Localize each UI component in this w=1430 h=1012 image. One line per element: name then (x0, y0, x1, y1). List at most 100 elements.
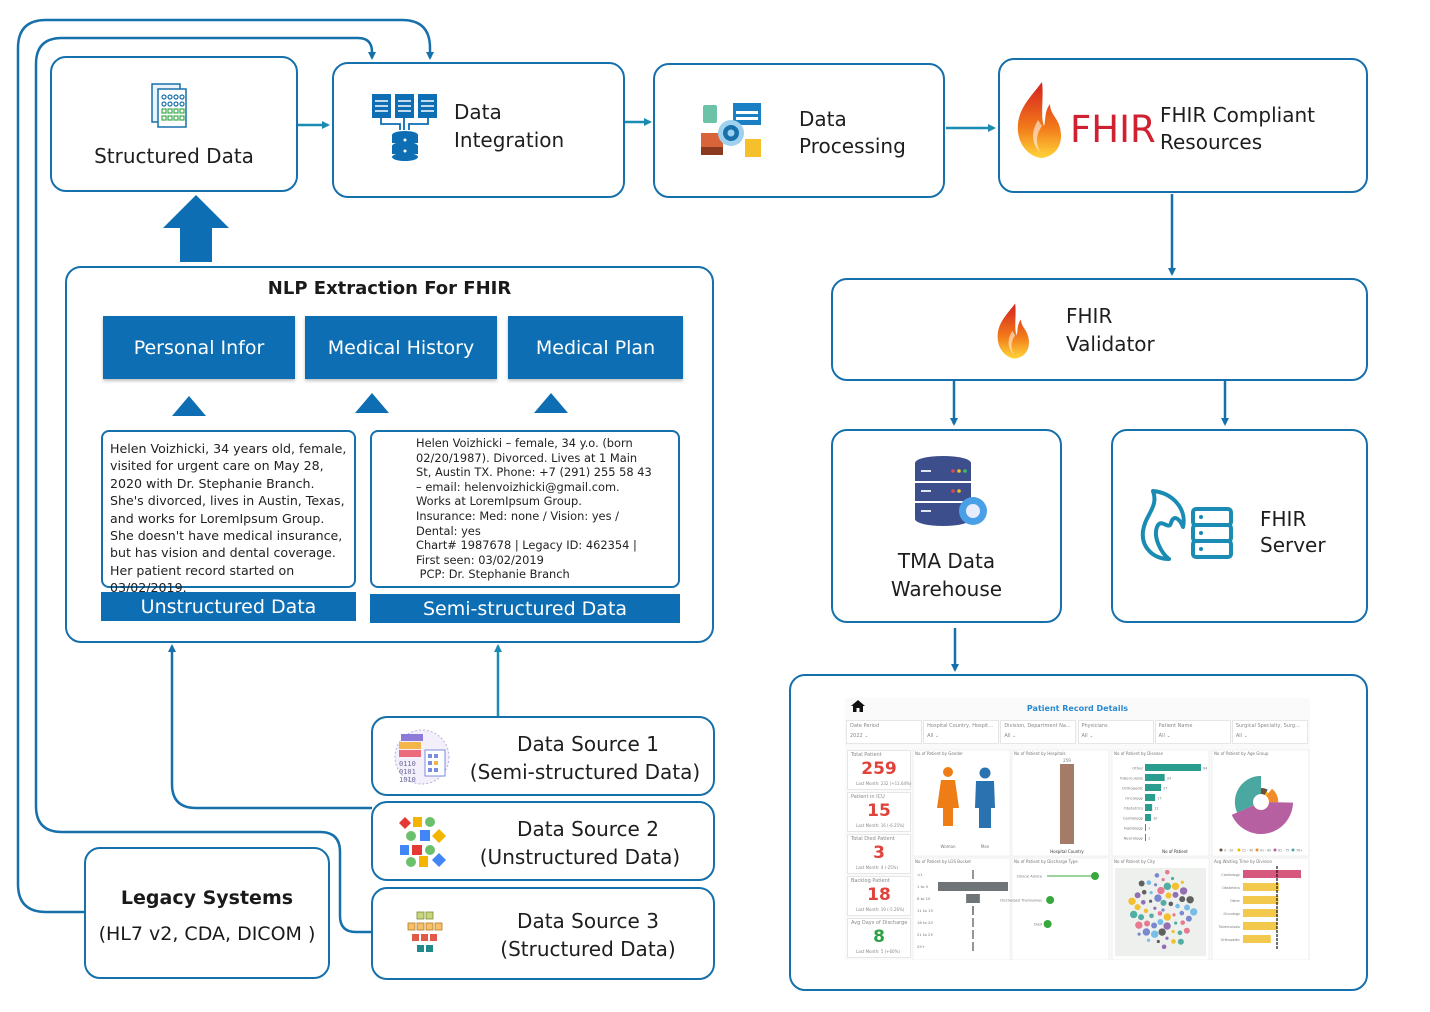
city-bubble (1161, 908, 1165, 912)
los-bar-label: 16 to 20 (917, 920, 933, 925)
city-bubble (1153, 883, 1158, 887)
structured-data-node[interactable]: Structured Data (50, 56, 298, 192)
age-legend-dot (1273, 848, 1277, 852)
fhir-validator-node[interactable]: FHIR Validator (831, 278, 1368, 381)
filter-label: Physicians (1081, 723, 1108, 729)
kpi-label: Total Died Patient (851, 836, 895, 842)
age-legend-label: 0 - 20 (1224, 849, 1233, 853)
dashboard-title: Patient Record Details (1026, 704, 1129, 713)
legacy-systems-subtitle: (HL7 v2, CDA, DICOM ) (98, 923, 316, 945)
city-bubble (1138, 914, 1145, 921)
city-bubble (1165, 869, 1170, 875)
age-slice (1234, 775, 1261, 813)
semi-structured-line: 02/20/1987). Divorced. Lives at 1 Main (416, 450, 638, 465)
city-bubble (1168, 901, 1174, 907)
age-legend-dot (1219, 848, 1223, 852)
panel-title-city: No of Patient by City (1114, 859, 1156, 864)
panel-age (1211, 749, 1310, 857)
city-bubble (1172, 913, 1176, 917)
filter-value: All ⌄ (1081, 733, 1094, 739)
data-source-1-subtitle: (Semi-structured Data) (469, 760, 701, 784)
disease-bar-value: 12 (1154, 807, 1158, 811)
los-bar-label: 21 to 25 (917, 932, 933, 937)
data-source-2-node[interactable]: Data Source 2 (Unstructured Data) (371, 801, 715, 881)
fhir-logo-text: FHIR (1070, 108, 1156, 151)
fhir-server-node[interactable]: FHIR Server (1111, 429, 1368, 623)
data-source-3-subtitle: (Structured Data) (500, 937, 676, 961)
panel-los (912, 857, 1011, 960)
los-bar (972, 942, 974, 951)
semi-structured-line: Chart# 1987678 | Legacy ID: 462354 | (416, 538, 637, 553)
city-bubble (1134, 904, 1141, 911)
data-source-3-node[interactable]: Data Source 3 (Structured Data) (371, 887, 715, 980)
data-processing-node[interactable]: Data Processing (653, 63, 945, 198)
dashboard-filter[interactable]: Hospital Country, Hospit...All ⌄ (923, 720, 1000, 744)
kpi-value: 259 (861, 759, 897, 779)
los-bar (972, 930, 974, 939)
legacy-systems-node[interactable]: Legacy Systems (HL7 v2, CDA, DICOM ) (84, 847, 330, 979)
city-bubble (1140, 900, 1146, 905)
tab-personal-info[interactable]: Personal Infor (103, 316, 295, 379)
city-bubble (1157, 911, 1163, 916)
age-slice (1261, 787, 1268, 795)
age-legend-label: 61 - 75 (1278, 849, 1289, 853)
waiting-bar (1243, 870, 1301, 878)
discharge-label: Clinical Advice (1017, 875, 1042, 879)
panel-title-hospitals: No of Patient by Hospitals (1014, 751, 1066, 756)
semi-structured-line: St, Austin TX. Phone: +7 (291) 255 58 43 (416, 465, 652, 480)
disease-bar-label: Cardiology (1123, 816, 1144, 821)
kpi-label: Patient in ICU (851, 794, 885, 800)
tab-medical-plan[interactable]: Medical Plan (508, 316, 683, 379)
city-bubble (1148, 899, 1153, 903)
disease-bar-label: Other (1132, 766, 1143, 771)
city-bubble (1179, 896, 1186, 903)
home-icon[interactable] (851, 700, 865, 712)
tma-data-warehouse-node[interactable]: TMA Data Warehouse (831, 429, 1062, 623)
city-bubble (1143, 908, 1149, 914)
kpi-label: Avg Days of Discharge (851, 920, 908, 926)
los-bar-label: 6 to 10 (917, 896, 931, 901)
city-bubble (1177, 938, 1184, 945)
age-legend-dot (1291, 848, 1295, 852)
discharge-label: Died (1034, 923, 1042, 927)
waiting-bar (1243, 883, 1279, 891)
panel-gender (912, 749, 1011, 857)
city-bubble (1170, 876, 1175, 881)
disease-xlabel: No of Patient (1162, 849, 1188, 854)
discharge-dot (1091, 872, 1099, 880)
data-integration-node[interactable]: Data Integration (332, 62, 625, 198)
dashboard-filter[interactable]: Division, Department Na...All ⌄ (1000, 720, 1077, 744)
city-bubble (1163, 913, 1172, 921)
fhir-compliant-resources-node[interactable]: FHIR FHIR Compliant Resources (998, 58, 1368, 193)
city-bubble (1180, 880, 1184, 884)
semi-structured-line: Works at LoremIpsum Group. (416, 494, 582, 509)
city-bubble (1154, 894, 1162, 902)
tab-medical-history[interactable]: Medical History (305, 316, 497, 379)
kpi-sub: Last Month: 232 (+11.64%) (856, 781, 912, 786)
disease-bar-label: Orthopedic (1122, 786, 1143, 791)
city-bubble (1172, 891, 1179, 898)
big-up-arrow (163, 195, 229, 262)
age-legend-dot (1255, 848, 1259, 852)
tma-warehouse-label-1: TMA Data (897, 549, 996, 573)
age-slice (1264, 791, 1269, 796)
panel-title-los: No of Patient by LOS Bucket (915, 859, 971, 864)
semi-structured-data-caption: Semi-structured Data (370, 594, 680, 623)
data-processing-label-2: Processing (799, 134, 906, 158)
dashboard-filter[interactable]: Surgical Specialty, Surg...All ⌄ (1231, 720, 1308, 744)
disease-bar-label: Oncology (1125, 796, 1144, 801)
disease-bar-value: 10 (1153, 817, 1157, 821)
kpi-value: 3 (873, 843, 885, 863)
los-bar (972, 918, 974, 927)
filter-label: Patient Name (1158, 723, 1193, 729)
city-bubble (1171, 882, 1180, 891)
city-bubble (1183, 927, 1190, 934)
data-source-1-node[interactable]: 0110 0101 1010 Data Source 1 (Semi-struc… (371, 716, 715, 796)
age-slice (1266, 788, 1279, 803)
